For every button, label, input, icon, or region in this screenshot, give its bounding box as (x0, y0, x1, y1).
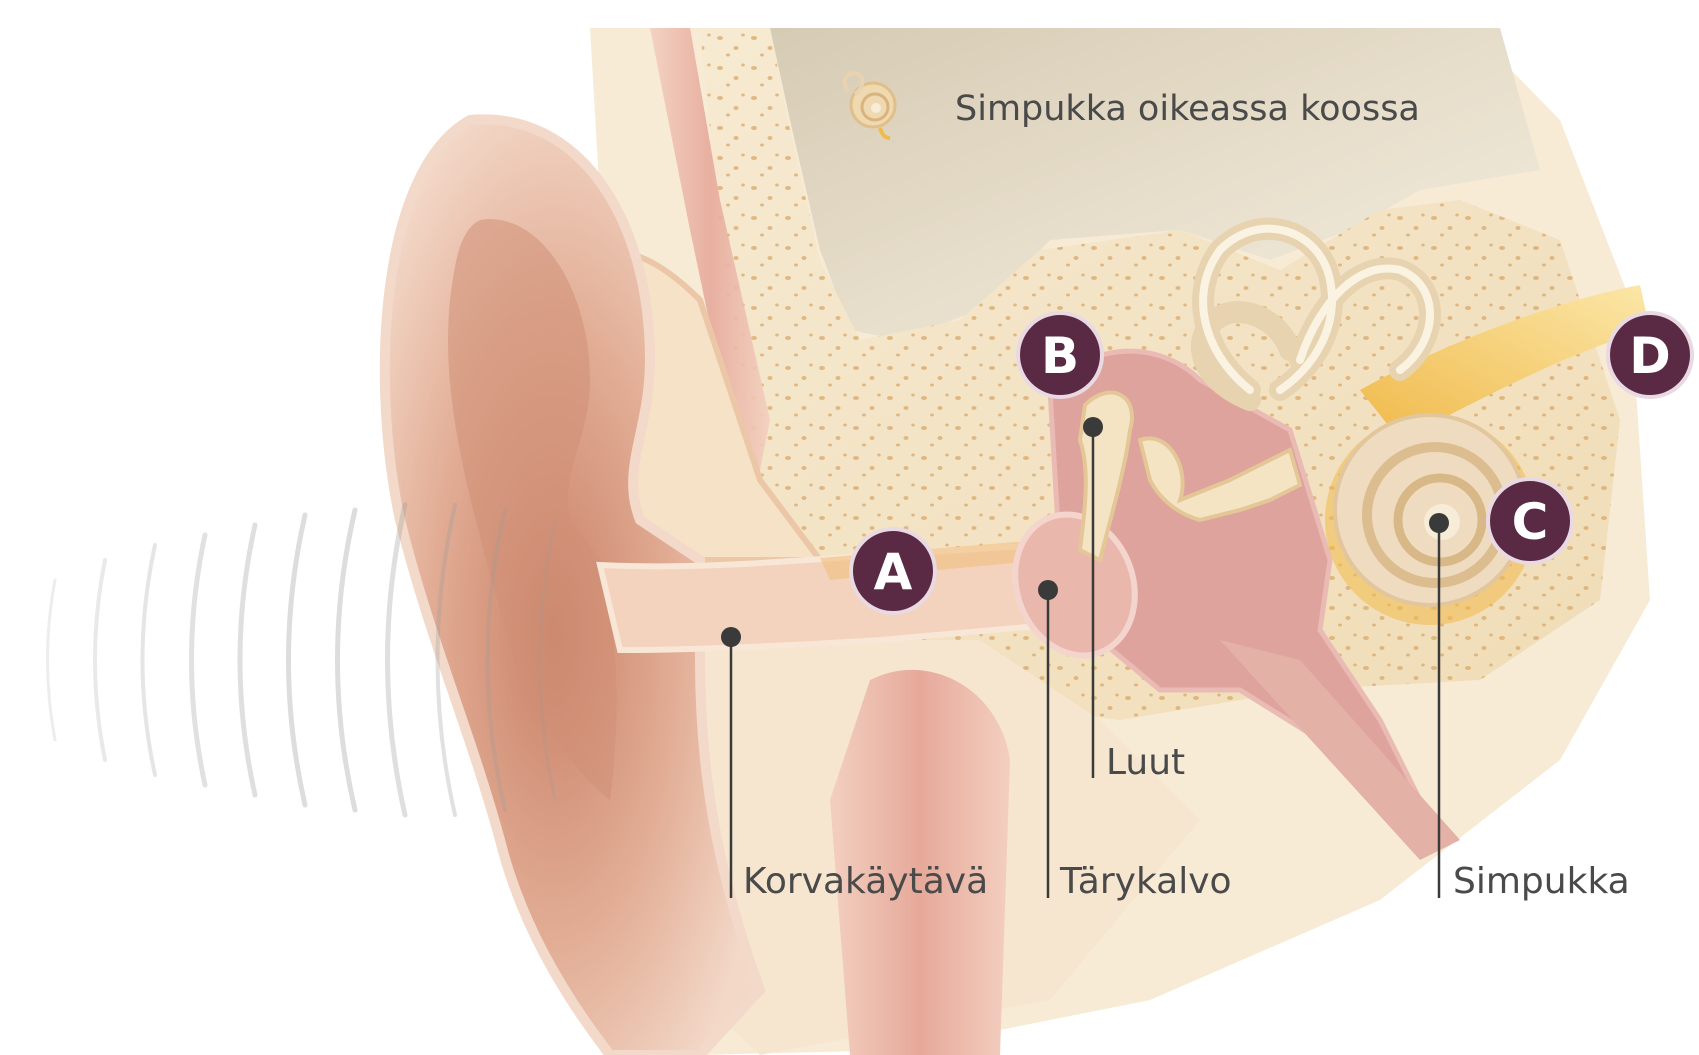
marker-d-letter: D (1629, 327, 1671, 385)
marker-d: D (1608, 313, 1692, 397)
marker-c: C (1488, 479, 1572, 563)
marker-c-letter: C (1512, 493, 1549, 551)
marker-b-letter: B (1041, 327, 1079, 385)
label-eardrum: Tärykalvo (1059, 861, 1232, 902)
marker-a-letter: A (874, 543, 913, 601)
marker-b: B (1018, 313, 1102, 397)
legend-title: Simpukka oikeassa koossa (955, 89, 1420, 129)
label-bones: Luut (1106, 742, 1185, 783)
marker-a: A (851, 529, 935, 613)
label-cochlea: Simpukka (1453, 861, 1630, 902)
label-ear-canal: Korvakäytävä (743, 861, 988, 902)
